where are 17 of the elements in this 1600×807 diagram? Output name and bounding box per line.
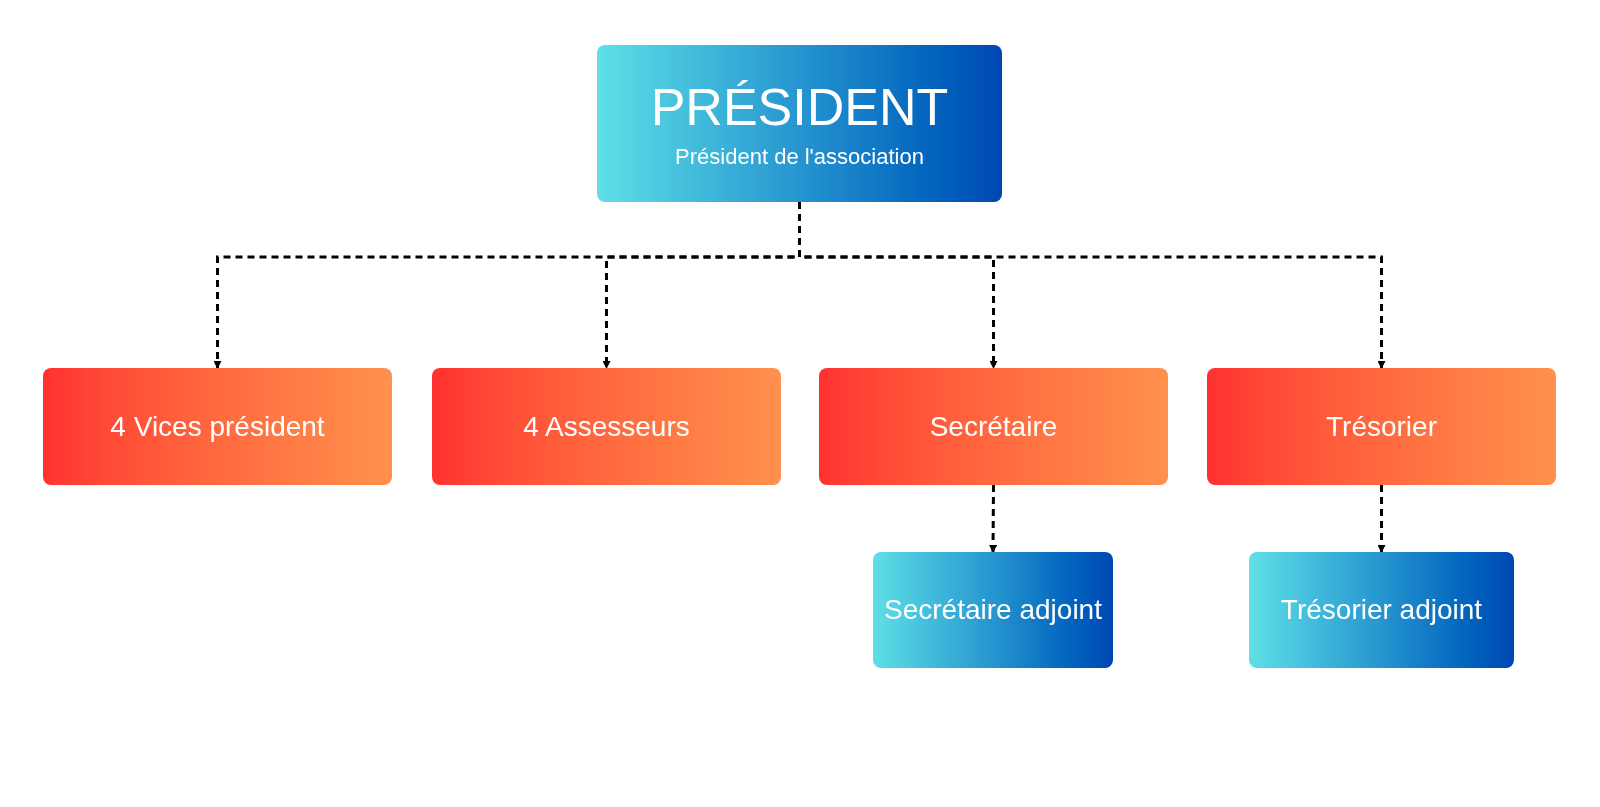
role-title: PRÉSIDENT (650, 76, 949, 138)
role-title: Trésorier (1326, 409, 1437, 444)
dashed-arrow (1377, 485, 1386, 553)
role-title: 4 Vices président (110, 409, 325, 444)
role-title: Secrétaire (929, 409, 1058, 444)
role-title: Trésorier adjoint (1280, 593, 1483, 627)
role-box (43, 368, 392, 485)
role-box (873, 552, 1113, 668)
role-box (597, 45, 1002, 202)
role-box (1249, 552, 1514, 668)
role-box (819, 368, 1168, 485)
role-box (432, 368, 781, 485)
dashed-arrow (989, 485, 998, 553)
role-subtitle: Président de l'association (675, 142, 924, 171)
role-title: 4 Assesseurs (523, 409, 690, 444)
role-box (1207, 368, 1556, 485)
role-title: Secrétaire adjoint (884, 593, 1102, 627)
